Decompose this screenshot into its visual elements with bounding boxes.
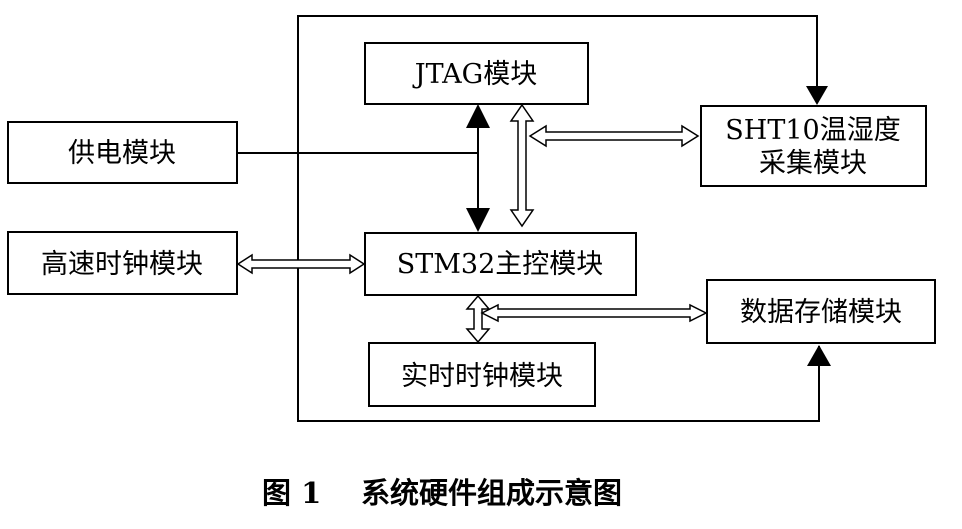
power-box — [7, 121, 238, 184]
storage-label: 数据存储模块 — [740, 297, 902, 328]
hollow-arrow-sht10 — [528, 124, 700, 148]
jtag-box — [364, 42, 589, 105]
jtag-label: JTAG模块 — [412, 59, 537, 90]
arrowhead-to-sht10 — [806, 86, 828, 105]
hollow-arrow-storage — [480, 303, 708, 323]
sht10-label-line2: 采集模块 — [759, 148, 867, 179]
arrowhead-to-storage — [807, 345, 831, 366]
storage-box — [706, 279, 936, 344]
hs-clock-label: 高速时钟模块 — [41, 249, 203, 280]
hollow-arrow-hsclock — [236, 253, 366, 275]
hs-clock-box — [7, 231, 238, 295]
outer-frame — [297, 15, 820, 422]
sht10-box — [700, 105, 927, 187]
power-label: 供电模块 — [68, 138, 176, 169]
rtc-box — [368, 342, 596, 407]
stm32-label: STM32主控模块 — [397, 249, 604, 280]
arrowhead-up-jtag — [466, 104, 490, 128]
hollow-arrow-rtc — [465, 294, 491, 344]
hollow-arrow-jtag-stm32 — [509, 103, 535, 228]
rtc-label: 实时时钟模块 — [401, 361, 563, 392]
figure-number: 图 1 — [262, 476, 321, 510]
arrowhead-down-stm32 — [466, 208, 490, 232]
sht10-label-line1: SHT10温湿度 — [725, 115, 900, 146]
figure-caption: 系统硬件组成示意图 — [361, 476, 622, 510]
stm32-box — [364, 232, 637, 296]
